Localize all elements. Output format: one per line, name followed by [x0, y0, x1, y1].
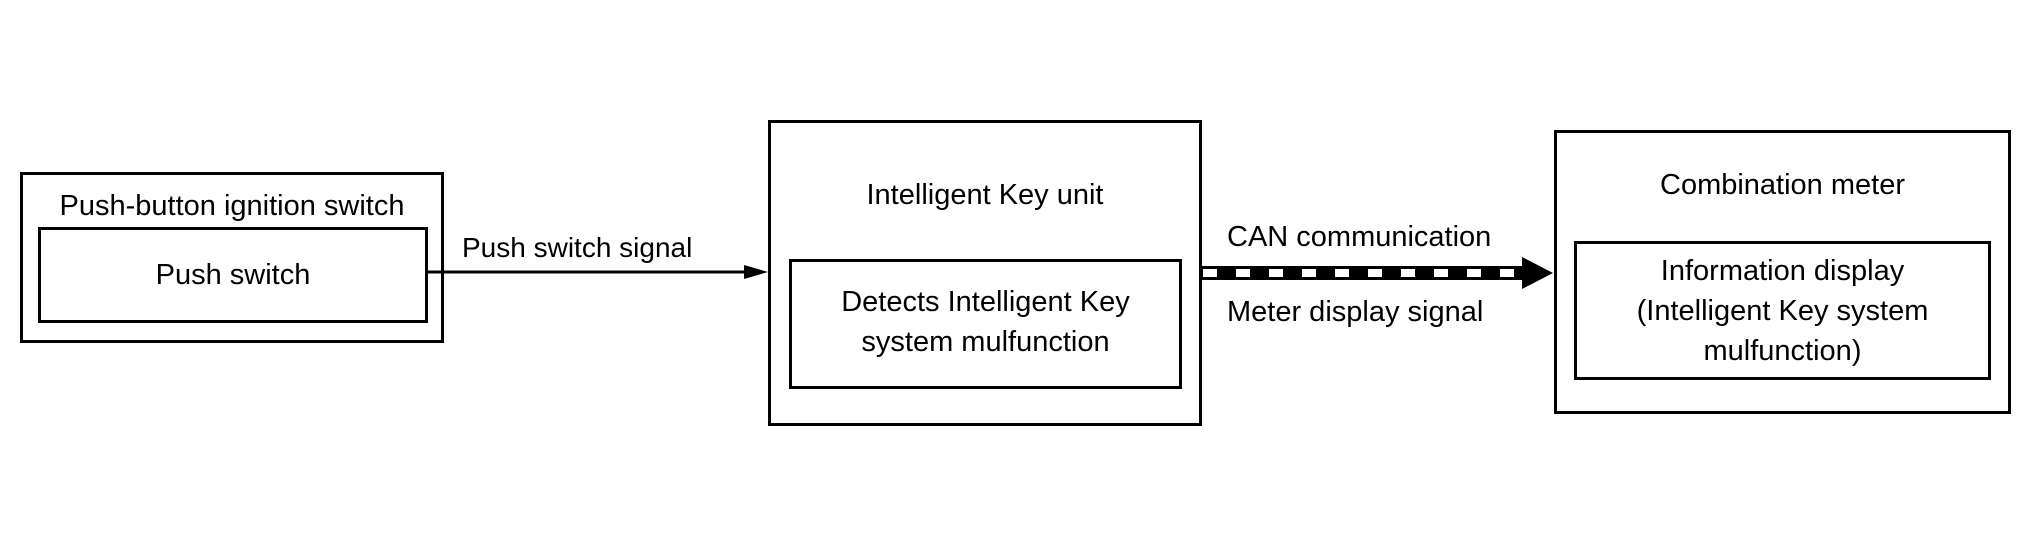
information-display-box: Information display (Intelligent Key sys… — [1574, 241, 1991, 380]
intelligent-key-unit-title: Intelligent Key unit — [866, 179, 1104, 211]
can-bus-dashes — [1203, 269, 1514, 277]
can-bus-dash — [1467, 269, 1481, 277]
push-switch-signal-arrowhead — [744, 265, 768, 279]
information-display-line-2: (Intelligent Key system — [1636, 295, 1929, 327]
can-bus-dash — [1269, 269, 1283, 277]
intelligent-key-unit-box: Intelligent Key unit Detects Intelligent… — [768, 120, 1202, 426]
can-communication-label: CAN communication — [1227, 221, 1492, 253]
can-bus-dash — [1203, 269, 1217, 277]
can-bus-dash — [1302, 269, 1316, 277]
push-switch-signal-arrow — [426, 265, 768, 279]
can-bus-dash — [1335, 269, 1349, 277]
can-bus-dash — [1368, 269, 1382, 277]
push-button-ignition-switch-box: Push-button ignition switch Push switch — [20, 172, 444, 343]
push-switch-label: Push switch — [155, 259, 311, 291]
information-display-line-1: Information display — [1660, 255, 1905, 287]
can-communication-arrow — [1201, 257, 1553, 289]
can-bus-dash — [1401, 269, 1415, 277]
push-switch-signal-label: Push switch signal — [462, 232, 693, 263]
meter-display-signal-label: Meter display signal — [1227, 296, 1484, 328]
detects-malfunction-line-2: system mulfunction — [861, 326, 1110, 358]
can-bus-arrowhead — [1522, 257, 1553, 289]
combination-meter-box: Combination meter Information display (I… — [1554, 130, 2011, 414]
information-display-line-3: mulfunction) — [1703, 335, 1862, 367]
combination-meter-title: Combination meter — [1660, 169, 1905, 201]
push-button-ignition-switch-title: Push-button ignition switch — [59, 190, 405, 222]
detects-malfunction-line-1: Detects Intelligent Key — [841, 286, 1130, 318]
push-switch-box: Push switch — [38, 227, 428, 323]
can-bus-dash — [1236, 269, 1250, 277]
can-bus-dash — [1434, 269, 1448, 277]
can-bus-dash — [1500, 269, 1514, 277]
detects-malfunction-box: Detects Intelligent Key system mulfuncti… — [789, 259, 1182, 389]
